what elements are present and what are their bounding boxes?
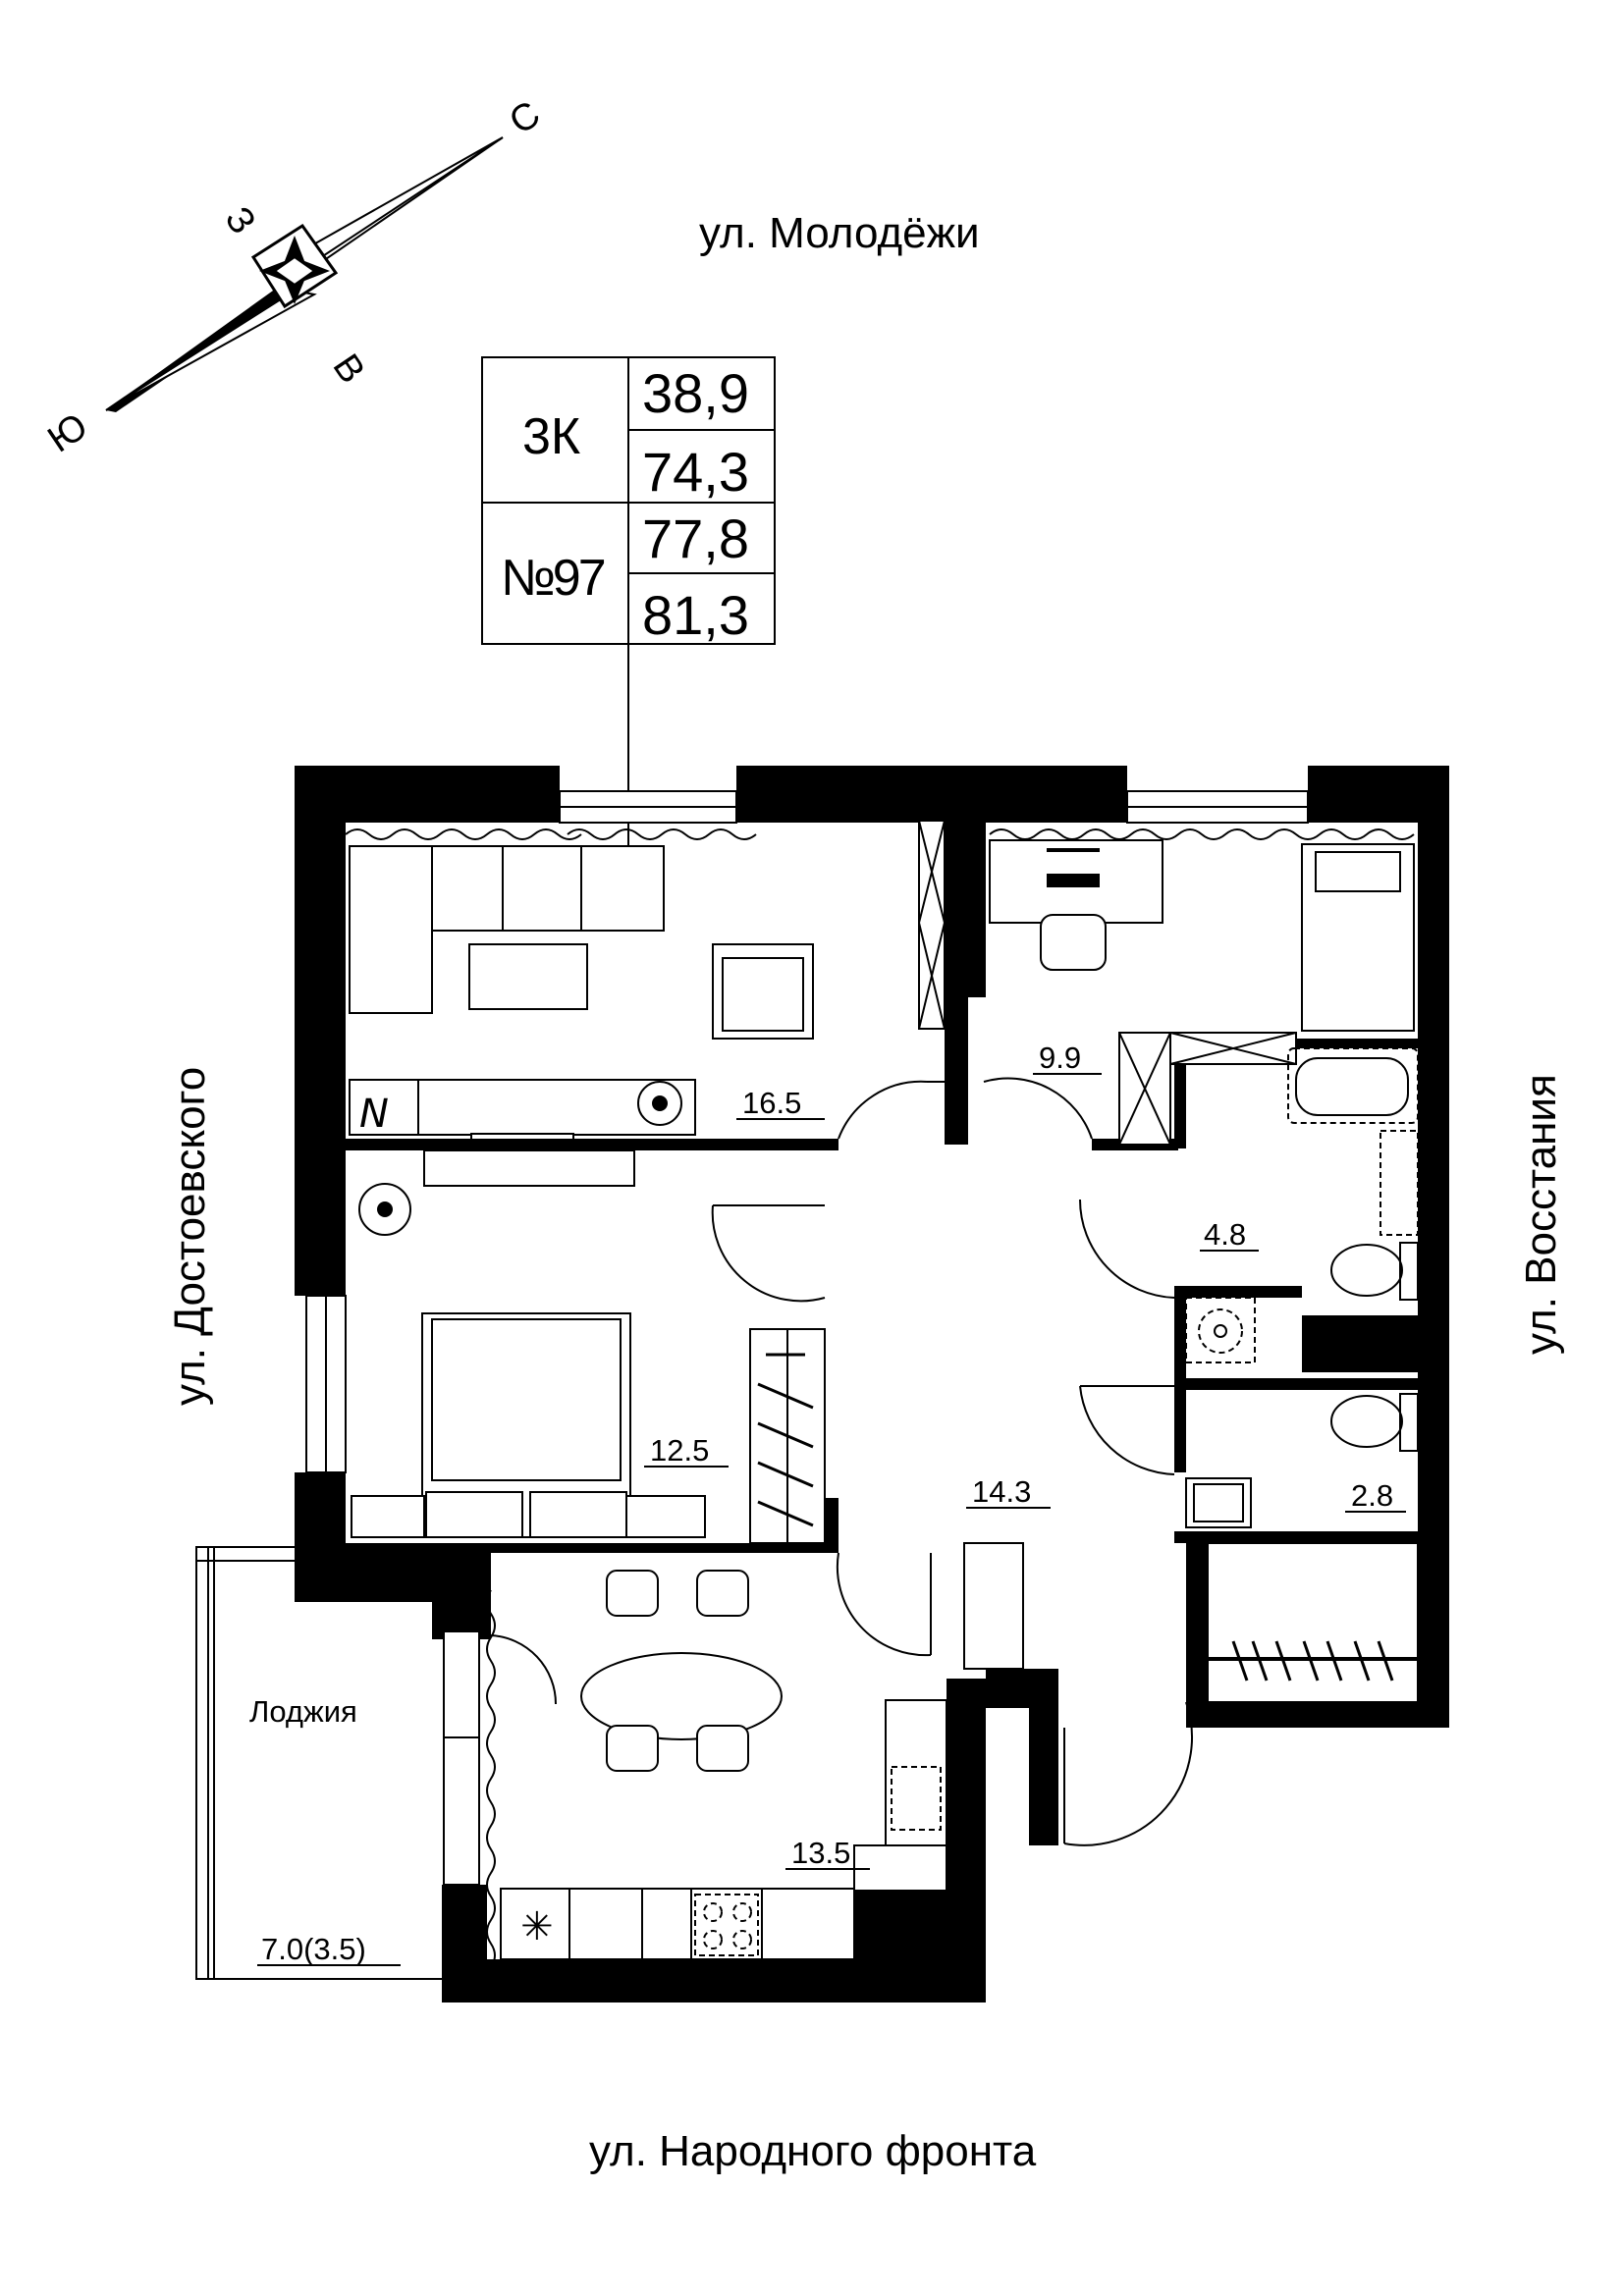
wc-sink — [1185, 1477, 1252, 1528]
plant-icon — [637, 1081, 682, 1126]
room-area-study: 9.9 — [1039, 1041, 1081, 1075]
coffee-table — [468, 943, 588, 1010]
walls — [295, 766, 1449, 2002]
kitchen-sink — [891, 1766, 942, 1831]
bedroom: 12.5 — [351, 1149, 826, 1544]
compass-south-label: Ю — [41, 405, 95, 460]
dining-chair — [606, 1570, 659, 1617]
tv — [470, 1133, 574, 1141]
tv-unit — [349, 1079, 696, 1136]
wardrobe-living — [918, 820, 946, 1030]
study-room: 9.9 — [989, 828, 1415, 1146]
info-value-4: 81,3 — [642, 584, 749, 646]
apartment-info-box: 3К №97 38,9 74,3 77,8 81,3 — [481, 356, 776, 899]
dining-table — [580, 1652, 783, 1740]
dresser — [423, 1149, 635, 1187]
street-top: ул. Молодёжи — [699, 209, 980, 257]
wc-toilet — [1330, 1395, 1403, 1448]
compass-rose: С Ю В З — [41, 93, 548, 460]
bathtub — [1287, 1047, 1419, 1124]
snowflake-icon: ✳ — [520, 1904, 554, 1949]
room-area-wc: 2.8 — [1351, 1478, 1393, 1513]
compass-east-label: В — [325, 347, 373, 392]
info-value-1: 38,9 — [642, 362, 749, 424]
dining-chair — [696, 1725, 749, 1772]
apartment-type: 3К — [522, 408, 580, 465]
room-area-living: 16.5 — [742, 1086, 801, 1120]
info-value-2: 74,3 — [642, 441, 749, 503]
room-area-kitchen: 13.5 — [791, 1836, 850, 1870]
compass-north-label: С — [503, 93, 548, 142]
loggia-name: Лоджия — [249, 1694, 357, 1729]
bathroom-sink — [1380, 1130, 1419, 1236]
dining-chair — [606, 1725, 659, 1772]
street-bottom: ул. Народного фронта — [589, 2127, 1037, 2175]
dining-chair — [696, 1570, 749, 1617]
loggia: Лоджия 7.0(3.5) — [195, 1546, 480, 1980]
laptop — [1047, 874, 1100, 887]
room-area-hall: 14.3 — [972, 1474, 1031, 1509]
compass-west-label: З — [217, 200, 264, 242]
plant-icon-bedroom — [358, 1183, 411, 1236]
street-right: ул. Восстания — [1517, 1074, 1565, 1355]
loggia-area: 7.0(3.5) — [261, 1932, 366, 1966]
room-area-bedroom: 12.5 — [650, 1433, 709, 1468]
wc: 2.8 — [1079, 1385, 1419, 1528]
living-room: N 16.5 — [345, 820, 1093, 1141]
street-left: ул. Достоевского — [166, 1067, 214, 1406]
office-chair — [1040, 914, 1107, 971]
washing-machine — [1185, 1297, 1256, 1363]
room-area-bathroom: 4.8 — [1204, 1217, 1246, 1252]
bathroom-toilet — [1330, 1244, 1403, 1297]
bathroom: 4.8 — [1078, 1047, 1419, 1363]
info-value-3: 77,8 — [642, 507, 749, 569]
hall: 14.3 — [963, 1474, 1051, 1670]
tv-icon: N — [359, 1092, 389, 1137]
stove — [694, 1894, 759, 1956]
apartment-number: №97 — [501, 550, 605, 607]
kitchen: ✳ 13.5 — [486, 1552, 947, 1968]
storage-closet — [1063, 1542, 1419, 1846]
